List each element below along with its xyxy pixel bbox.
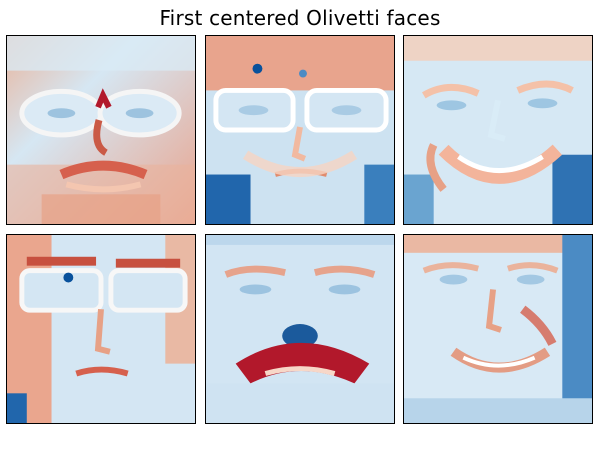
figure-title: First centered Olivetti faces: [159, 6, 441, 30]
face-image-5: [206, 235, 394, 423]
face-panel-4: [6, 234, 196, 424]
face-panel-1: [6, 35, 196, 225]
face-image-2: [206, 36, 394, 224]
face-image-1: [7, 36, 195, 224]
face-panel-3: [403, 35, 593, 225]
face-panel-6: [403, 234, 593, 424]
face-panel-5: [205, 234, 395, 424]
face-image-6: [404, 235, 592, 423]
face-image-3: [404, 36, 592, 224]
face-panel-2: [205, 35, 395, 225]
face-image-4: [7, 235, 195, 423]
